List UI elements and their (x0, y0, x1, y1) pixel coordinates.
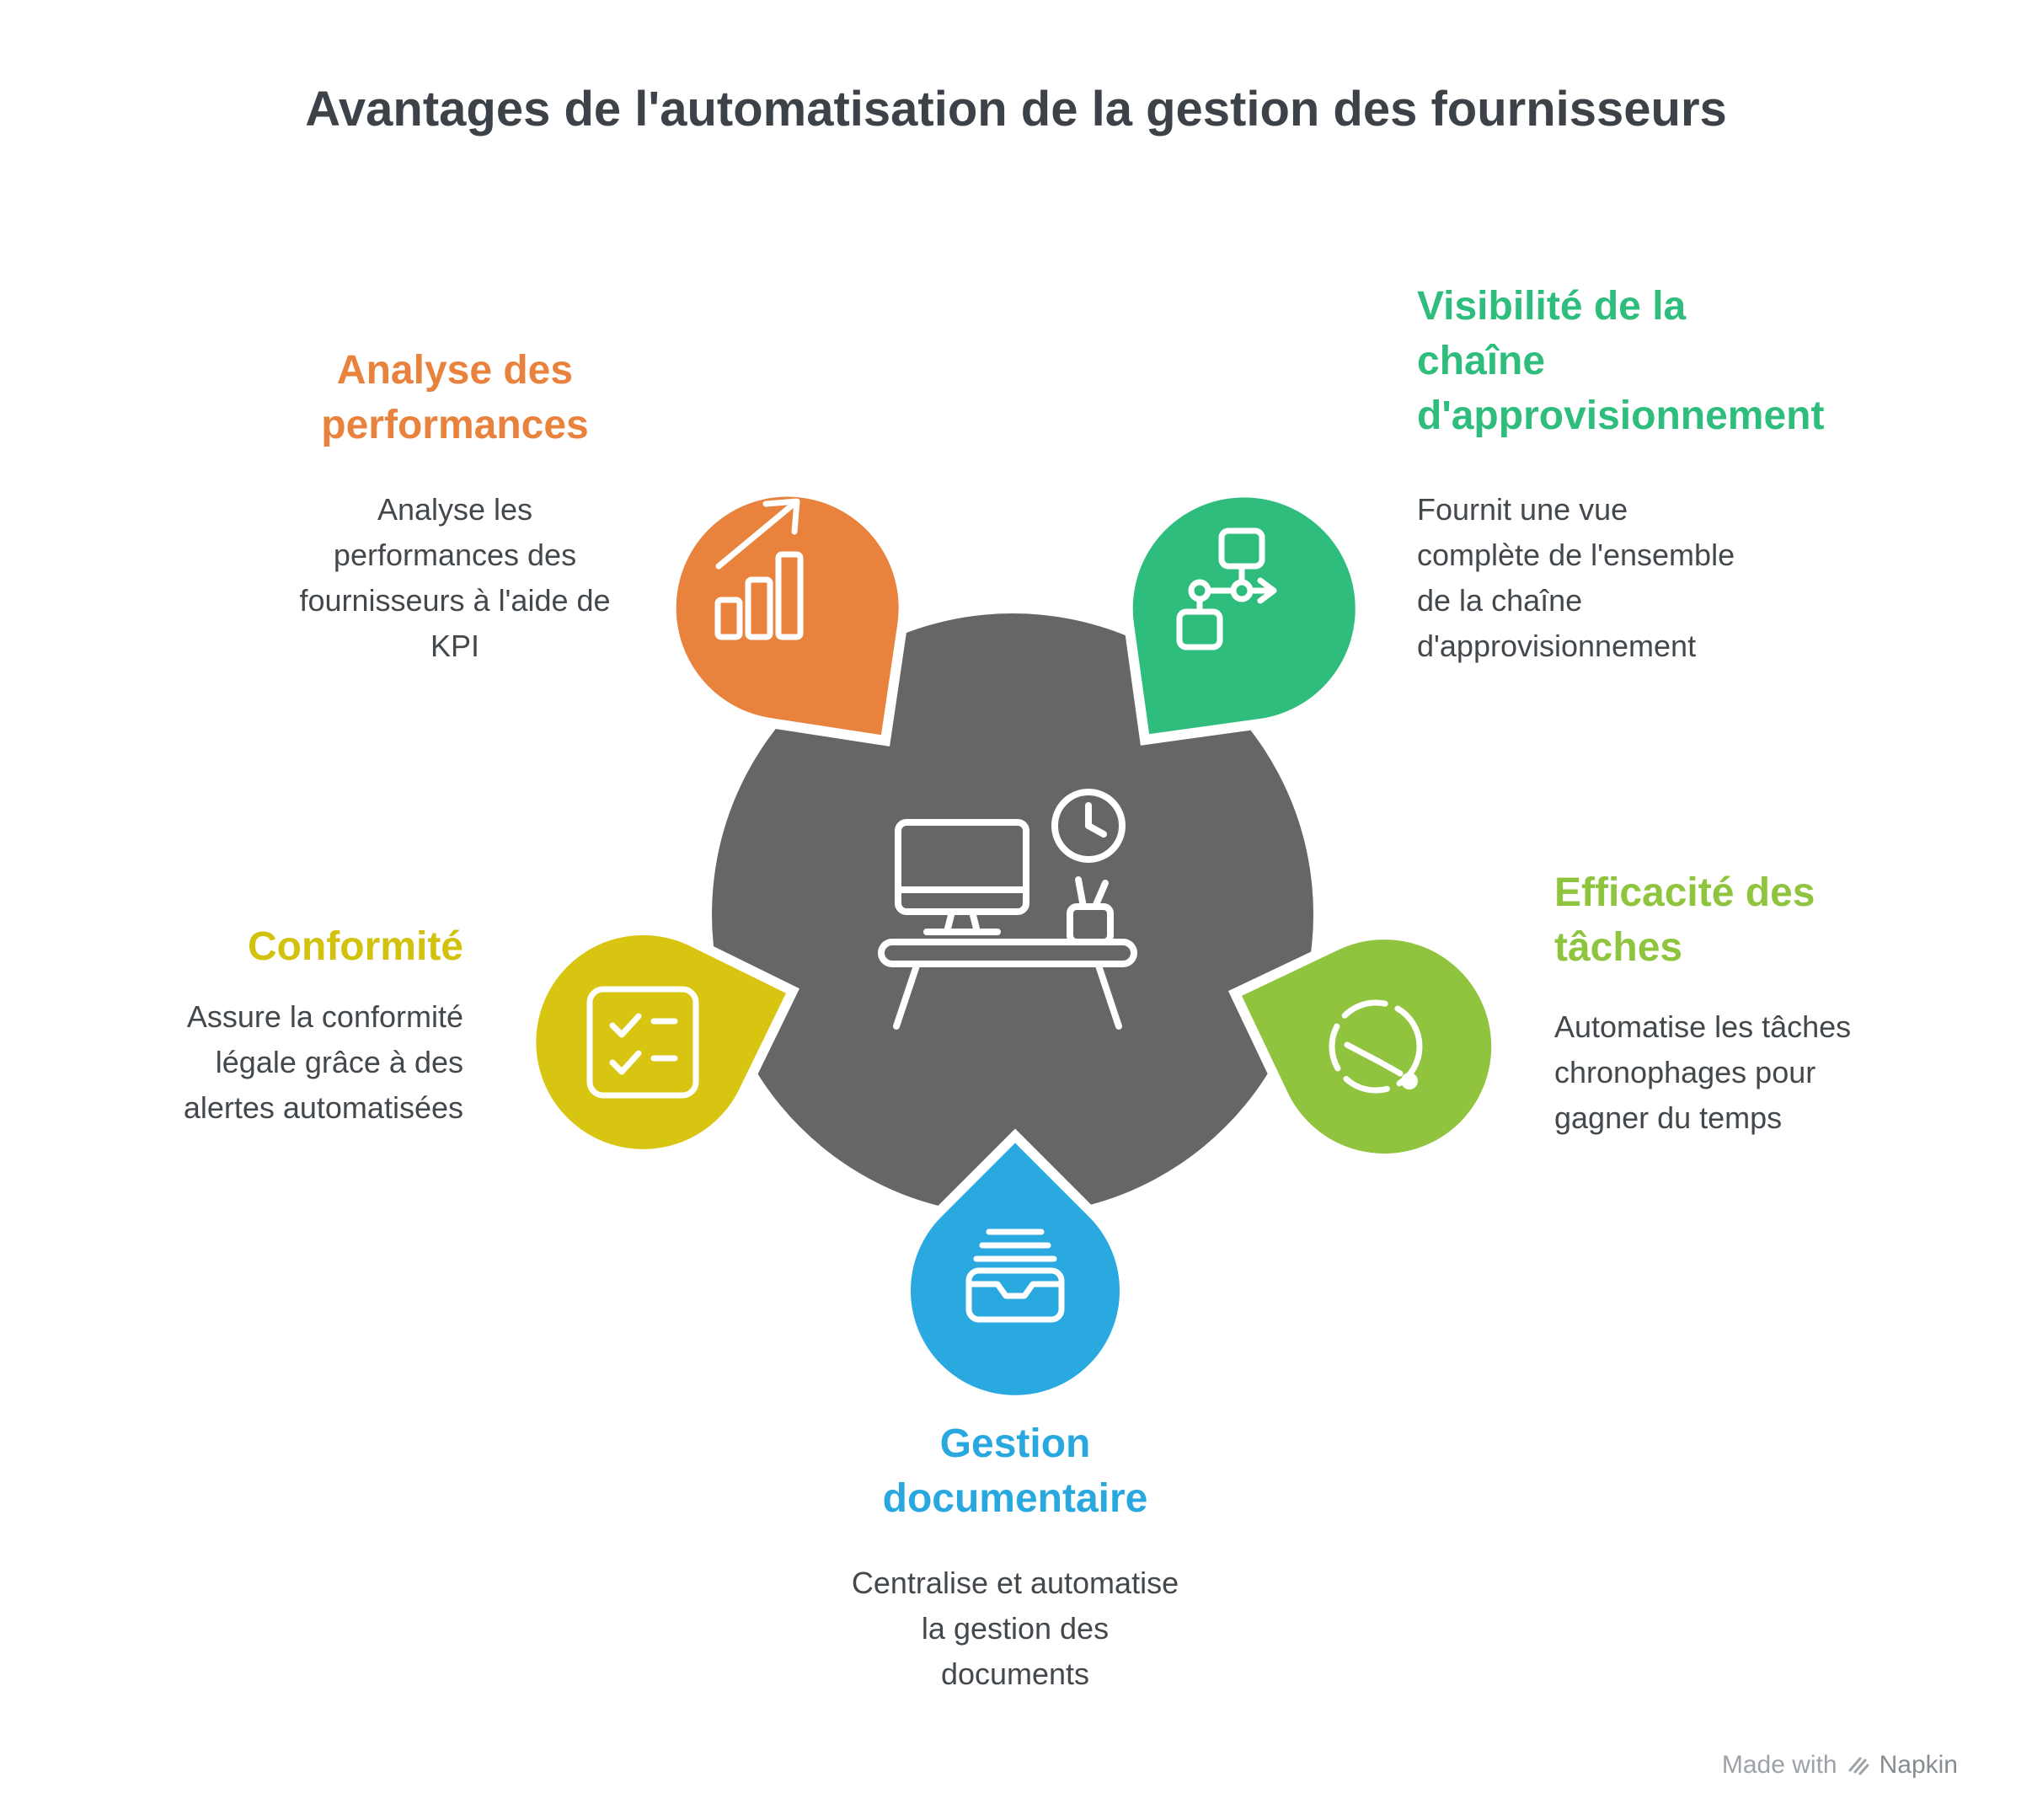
petal-compliance (526, 924, 800, 1159)
body-task-efficiency: Automatise les tâches chronophages pour … (1554, 1009, 1852, 1135)
body-document-management: Centralise et automatise la gestion des … (851, 1566, 1179, 1691)
checklist-icon (586, 986, 699, 1099)
page-title: Avantages de l'automatisation de la gest… (305, 82, 1727, 136)
petal-performance-analysis (666, 486, 909, 747)
heading-task-efficiency: Efficacité des tâches (1554, 870, 1815, 970)
made-with-label: Made with (1721, 1751, 1837, 1779)
heading-supply-chain-visibility: Visibilité de la chaîne d'approvisionnem… (1417, 284, 1825, 438)
heading-document-management: Gestion documentaire (882, 1421, 1148, 1521)
napkin-logo-icon (1848, 1757, 1869, 1775)
napkin-brand-label: Napkin (1879, 1751, 1958, 1779)
inbox-icon (965, 1228, 1065, 1323)
desk-workspace-icon (878, 789, 1137, 1030)
petal-supply-chain-visibility (1122, 487, 1366, 746)
growth-chart-icon (714, 498, 804, 640)
heading-compliance: Conformité (248, 924, 463, 969)
body-compliance: Assure la conformité légale grâce à des … (183, 999, 463, 1125)
heading-performance-analysis: Analyse des performances (321, 348, 589, 447)
petal-task-efficiency (1228, 929, 1502, 1164)
body-performance-analysis: Analyse les performances des fournisseur… (299, 492, 611, 663)
made-with-napkin: Made with Napkin (1722, 1751, 1958, 1780)
flowchart-icon (1176, 527, 1277, 650)
body-supply-chain-visibility: Fournit une vue complète de l'ensemble d… (1417, 492, 1735, 663)
gauge-icon (1329, 999, 1423, 1094)
